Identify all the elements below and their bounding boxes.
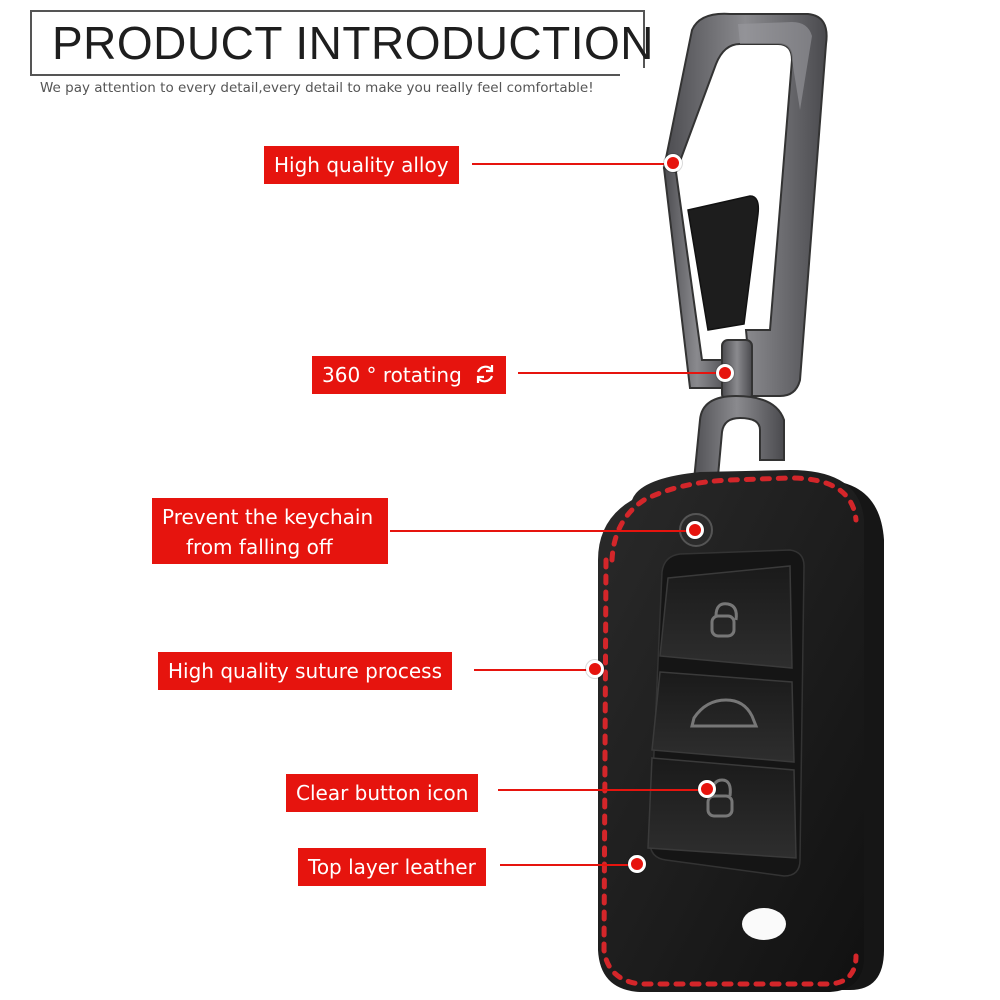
button-panel <box>647 549 805 877</box>
page-subtitle: We pay attention to every detail,every d… <box>40 80 594 96</box>
rotate-arrows-icon <box>477 365 494 383</box>
callout-rotating-label: 360 ° rotating <box>312 356 507 394</box>
callout-rotating-text: 360 ° rotating <box>322 363 462 387</box>
callout-alloy-label: High quality alloy <box>264 146 459 184</box>
callout-prevent-label: Prevent the keychain from falling off <box>152 498 388 564</box>
callout-prevent-dot <box>686 521 704 539</box>
callout-alloy-leader <box>472 163 670 165</box>
title-frame <box>30 10 32 76</box>
page-title: PRODUCT INTRODUCTION <box>52 17 655 69</box>
callout-suture-dot <box>586 660 604 678</box>
callout-button-icon-leader <box>498 789 708 791</box>
unlock-glyph-icon <box>710 602 738 638</box>
callout-alloy-dot <box>664 154 682 172</box>
callout-suture-leader <box>474 669 594 671</box>
carabiner <box>662 12 828 397</box>
trunk-glyph-icon <box>690 698 759 728</box>
callout-prevent-line1: Prevent the keychain <box>162 505 374 529</box>
callout-suture-label: High quality suture process <box>158 652 453 690</box>
callout-leather-leader <box>500 864 636 866</box>
title-frame <box>30 74 620 76</box>
callout-button-icon-label: Clear button icon <box>286 774 479 812</box>
callout-button-icon-dot <box>698 780 716 798</box>
callout-prevent-leader <box>390 530 688 532</box>
callout-leather-dot <box>628 855 646 873</box>
callout-rotating-leader <box>518 372 722 374</box>
red-stitching <box>601 475 859 987</box>
callout-leather-label: Top layer leather <box>298 848 486 886</box>
case-key-hole <box>742 908 786 940</box>
callout-rotating-dot <box>716 364 734 382</box>
product-illustration <box>598 12 884 992</box>
callout-prevent-line2: from falling off <box>186 535 333 559</box>
title-frame <box>643 10 645 68</box>
title-frame <box>30 10 645 12</box>
header: PRODUCT INTRODUCTION We pay attention to… <box>0 0 660 100</box>
